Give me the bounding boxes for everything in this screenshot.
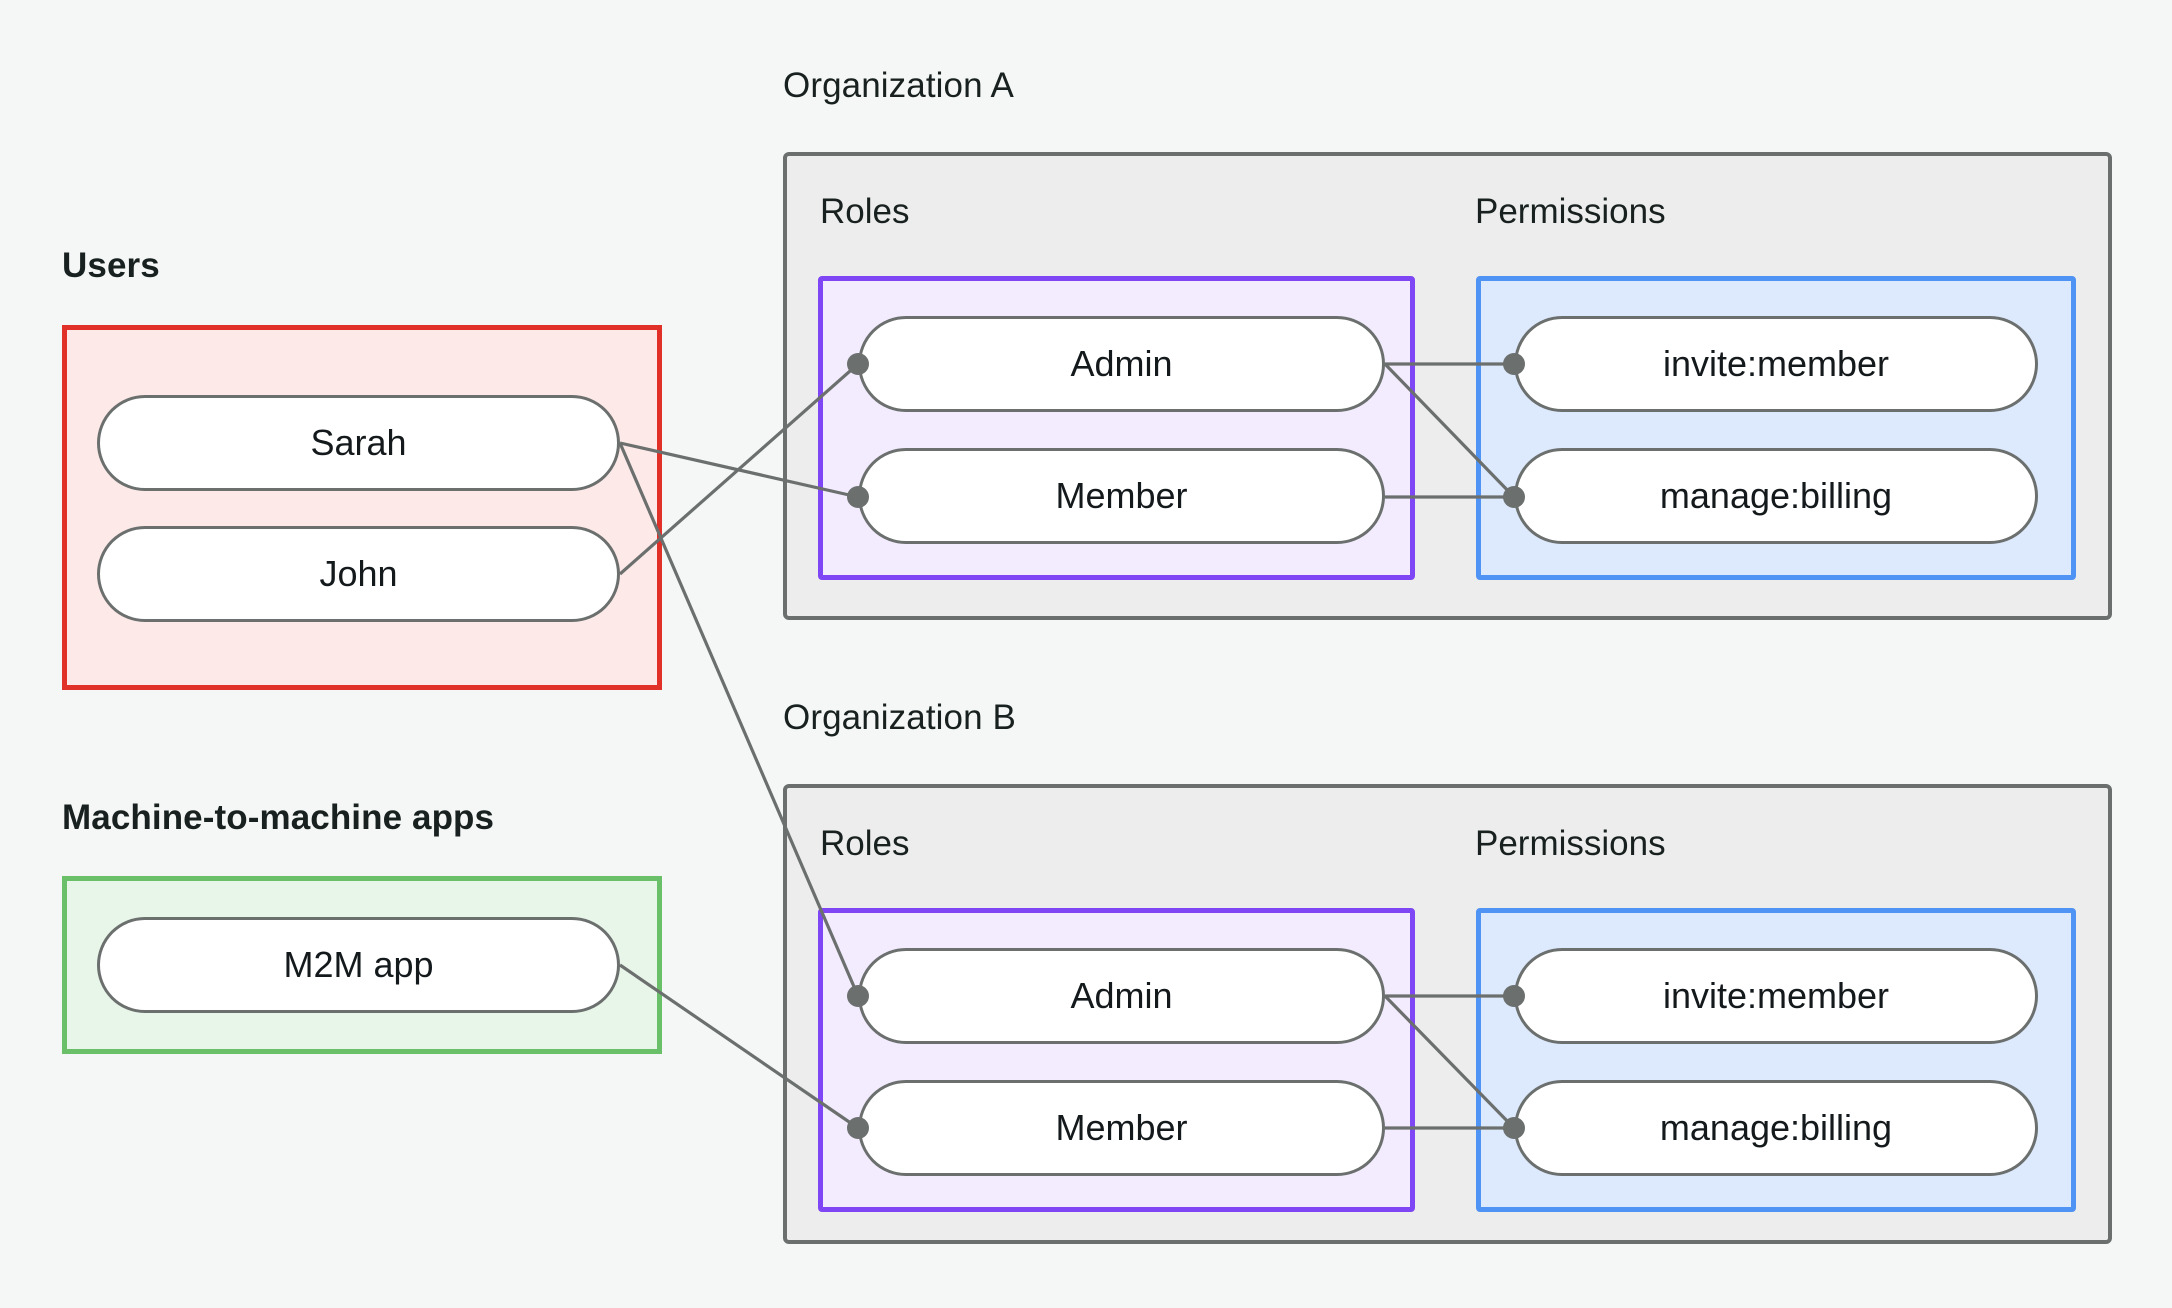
org-b-caption: Organization B (783, 698, 1016, 737)
users-group-box (62, 325, 662, 690)
org-a-permissions-caption: Permissions (1475, 192, 1666, 231)
org-b-roles-caption: Roles (820, 824, 910, 863)
node-john[interactable]: John (97, 526, 620, 622)
node-m2m-app[interactable]: M2M app (97, 917, 620, 1013)
org-a-roles-caption: Roles (820, 192, 910, 231)
node-org-b-permission-manage-billing[interactable]: manage:billing (1514, 1080, 2038, 1176)
node-org-b-permission-invite-member[interactable]: invite:member (1514, 948, 2038, 1044)
node-org-a-permission-invite-member[interactable]: invite:member (1514, 316, 2038, 412)
node-sarah[interactable]: Sarah (97, 395, 620, 491)
org-b-permissions-caption: Permissions (1475, 824, 1666, 863)
node-org-a-permission-manage-billing[interactable]: manage:billing (1514, 448, 2038, 544)
node-org-a-role-member[interactable]: Member (858, 448, 1385, 544)
node-org-b-role-admin[interactable]: Admin (858, 948, 1385, 1044)
node-org-a-role-admin[interactable]: Admin (858, 316, 1385, 412)
m2m-caption: Machine-to-machine apps (62, 798, 495, 837)
users-caption: Users (62, 246, 160, 285)
org-a-caption: Organization A (783, 66, 1014, 105)
node-org-b-role-member[interactable]: Member (858, 1080, 1385, 1176)
